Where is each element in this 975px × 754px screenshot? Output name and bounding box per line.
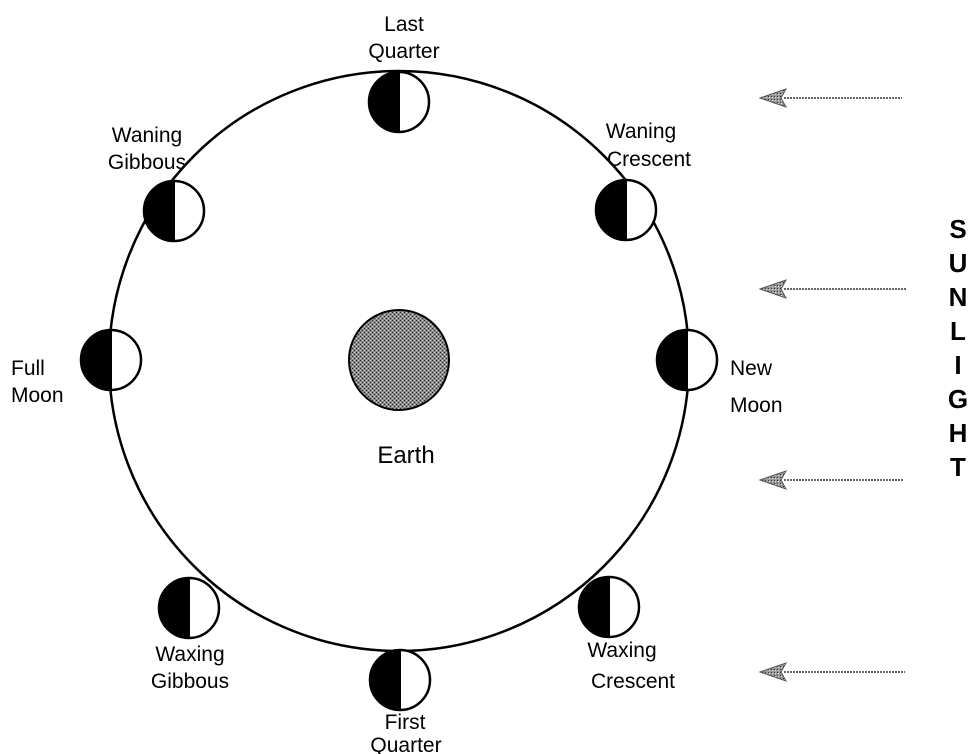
moon-new-moon [657,330,717,390]
sunlight-label: S U N L I G H T [948,214,968,482]
label-waning-gibbous-1: Waning [112,124,182,147]
label-first-quarter-1: First [385,711,426,734]
label-new-moon-2: Moon [730,394,783,417]
label-waxing-gibbous-2: Gibbous [151,670,229,693]
label-full-moon-1: Full [11,357,45,380]
sunlight-arrow [760,280,906,298]
sunlight-letter: U [949,248,968,278]
label-waning-gibbous-2: Gibbous [108,151,186,174]
sunlight-letter: I [954,350,961,380]
sunlight-arrow [760,89,902,107]
sunlight-letter: L [950,316,966,346]
label-waxing-gibbous-1: Waxing [155,643,224,666]
moon-last-quarter [369,72,429,132]
label-last-quarter-2: Quarter [368,40,439,63]
label-waxing-crescent-1: Waxing [587,639,656,662]
earth [349,310,449,410]
moon-first-quarter [370,650,430,710]
label-waxing-crescent-2: Crescent [591,670,675,693]
moon-waxing-gibbous [159,578,219,638]
label-first-quarter-2: Quarter [370,734,441,754]
moon-waning-crescent [596,180,656,240]
sunlight-letter: S [949,214,966,244]
moon-waxing-crescent [579,577,639,637]
sunlight-arrow [760,663,905,681]
label-full-moon-2: Moon [11,384,64,407]
sunlight-letter: H [949,418,968,448]
label-new-moon-1: New [730,357,773,380]
moon-waning-gibbous [144,181,204,241]
label-waning-crescent-2: Crescent [607,148,691,171]
moon-full-moon [81,330,141,390]
sunlight-letter: T [950,452,966,482]
label-last-quarter-1: Last [384,13,424,36]
earth-label: Earth [377,442,434,469]
sunlight-letter: G [948,384,968,414]
sunlight-arrow [760,471,904,489]
label-waning-crescent-1: Waning [606,120,676,143]
sunlight-letter: N [949,282,968,312]
